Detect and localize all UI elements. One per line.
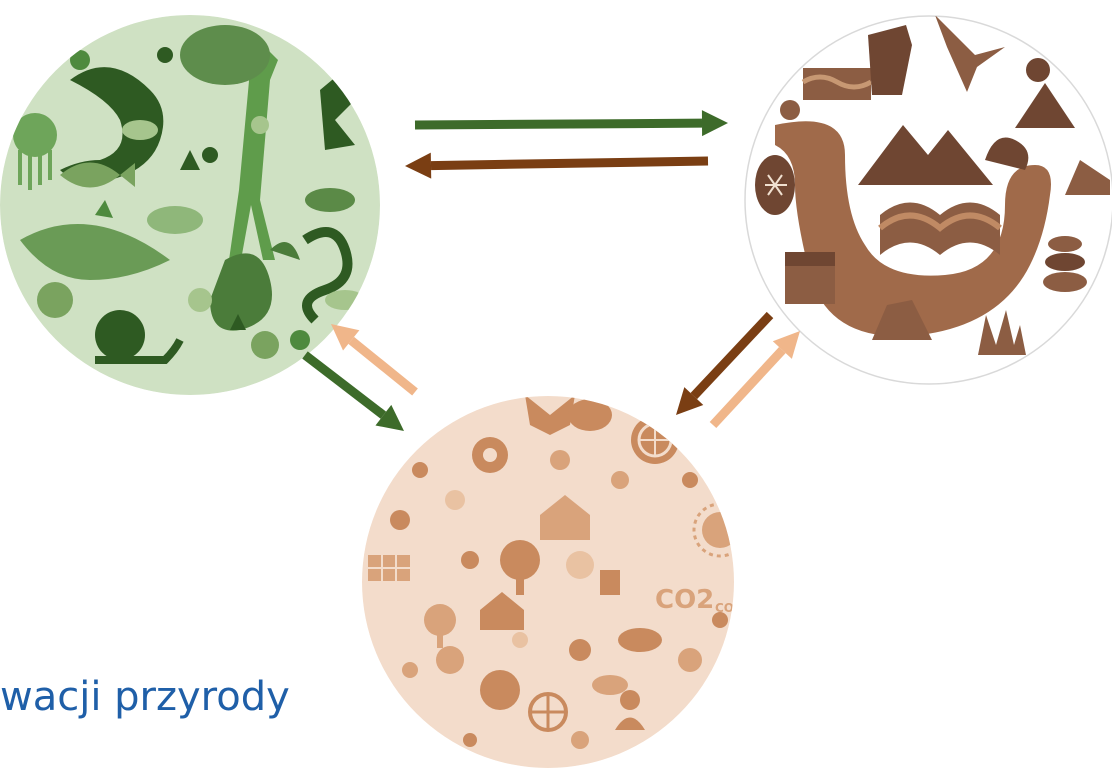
sustainability-icon-collage: CO2 CO2 <box>362 395 746 768</box>
arrow-head <box>405 153 431 179</box>
biodiversity-icon-collage <box>0 15 380 395</box>
sustainability-circle: CO2 CO2 <box>362 395 746 768</box>
arrow-shaft <box>694 315 770 396</box>
arrows-group <box>305 110 800 431</box>
biodiversity-circle <box>0 15 380 395</box>
arrow-geosphere-to-anthroposphere <box>676 315 770 415</box>
arrow-biosphere-to-geosphere <box>415 110 728 136</box>
geodiversity-circle <box>745 15 1112 384</box>
arrow-shaft <box>351 340 415 392</box>
arrow-shaft <box>415 123 702 125</box>
arrow-shaft <box>431 161 708 166</box>
arrow-anthroposphere-to-geosphere <box>713 331 800 425</box>
svg-text:CO2: CO2 <box>655 585 714 615</box>
arrow-geosphere-to-biosphere <box>405 153 708 179</box>
arrow-shaft <box>305 355 383 415</box>
caption-text: wacji przyrody <box>0 677 290 717</box>
arrow-head <box>702 110 728 136</box>
